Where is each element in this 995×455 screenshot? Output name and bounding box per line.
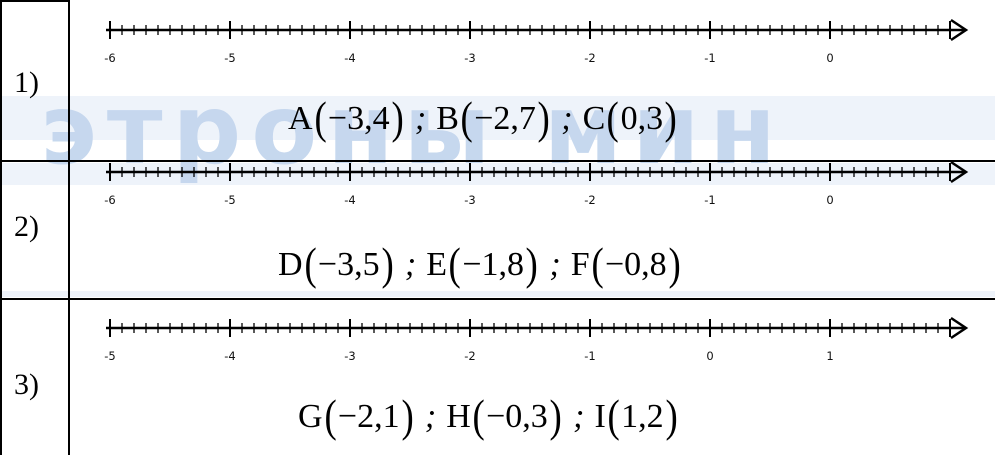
point-name: C xyxy=(582,100,606,137)
tick-label: -4 xyxy=(344,51,355,65)
point-label: G(−2,1) xyxy=(298,390,414,441)
point-value: 0,3 xyxy=(620,100,664,137)
exercise-number: 1) xyxy=(14,66,39,99)
tick-label: -5 xyxy=(104,349,115,363)
separator: ; xyxy=(573,398,585,435)
table-row-divider xyxy=(0,298,995,300)
tick-label: 0 xyxy=(706,349,713,363)
tick-label: -3 xyxy=(344,349,355,363)
number-line: -6 -5 -4 -3 -2 -1 0 xyxy=(104,160,969,207)
point-name: F xyxy=(570,246,590,283)
separator: ; xyxy=(561,100,573,137)
point-value: −0,8 xyxy=(604,246,667,283)
arrow-head xyxy=(950,160,969,184)
points-line: A(−3,4);B(−2,7);C(0,3) xyxy=(288,92,678,143)
table-column-divider xyxy=(68,0,70,455)
point-label: A(−3,4) xyxy=(288,92,404,143)
number-line: -6 -5 -4 -3 -2 -1 0 xyxy=(104,18,969,65)
tick-label: -3 xyxy=(464,51,475,65)
point-value: −3,5 xyxy=(317,246,380,283)
arrow-head xyxy=(950,316,969,340)
table-border-left xyxy=(0,0,2,455)
separator: ; xyxy=(424,398,437,435)
exercise-number: 2) xyxy=(14,210,39,243)
tick-label: 1 xyxy=(826,349,833,363)
point-label: C(0,3) xyxy=(582,92,677,143)
tick-label: -1 xyxy=(704,193,715,207)
separator: ; xyxy=(549,246,561,283)
tick-label: -4 xyxy=(224,349,235,363)
point-name: G xyxy=(298,398,323,435)
point-value: 1,2 xyxy=(621,398,664,435)
separator: ; xyxy=(404,246,417,283)
table-border-top xyxy=(0,0,69,2)
table-row-divider xyxy=(0,160,995,162)
points-line: D(−3,5);E(−1,8);F(−0,8) xyxy=(278,238,682,289)
points-line: G(−2,1);H(−0,3);I(1,2) xyxy=(298,390,679,441)
point-name: I xyxy=(594,398,606,435)
point-label: H(−0,3) xyxy=(446,390,562,441)
point-label: D(−3,5) xyxy=(278,238,394,289)
tick-label: -1 xyxy=(704,51,715,65)
tick-label: -6 xyxy=(104,51,115,65)
point-name: H xyxy=(446,398,471,435)
tick-label: 0 xyxy=(826,51,833,65)
tick-label: -5 xyxy=(224,51,235,65)
watermark-band xyxy=(0,291,995,297)
arrow-head xyxy=(950,18,969,42)
point-value: −2,7 xyxy=(474,100,536,137)
point-name: A xyxy=(288,100,313,137)
exercise-number: 3) xyxy=(14,368,39,401)
tick-label: -2 xyxy=(584,193,595,207)
tick-label: -5 xyxy=(224,193,235,207)
point-name: E xyxy=(426,246,448,283)
point-label: B(−2,7) xyxy=(436,92,550,143)
point-value: −2,1 xyxy=(337,398,400,435)
point-label: E(−1,8) xyxy=(426,238,538,289)
point-value: −3,4 xyxy=(327,100,390,137)
point-label: F(−0,8) xyxy=(570,238,681,289)
point-name: D xyxy=(278,246,303,283)
point-value: −1,8 xyxy=(462,246,525,283)
tick-label: -2 xyxy=(464,349,475,363)
number-line: -5 -4 -3 -2 -1 0 1 xyxy=(104,316,969,363)
watermark: этроны мин xyxy=(40,74,786,186)
tick-label: 0 xyxy=(826,193,833,207)
tick-label: -4 xyxy=(344,193,355,207)
watermark-band xyxy=(0,96,995,140)
tick-label: -6 xyxy=(104,193,115,207)
separator: ; xyxy=(414,100,427,137)
point-label: I(1,2) xyxy=(594,390,678,441)
point-name: B xyxy=(436,100,459,137)
tick-label: -3 xyxy=(464,193,475,207)
tick-label: -2 xyxy=(584,51,595,65)
tick-label: -1 xyxy=(584,349,595,363)
point-value: −0,3 xyxy=(486,398,548,435)
